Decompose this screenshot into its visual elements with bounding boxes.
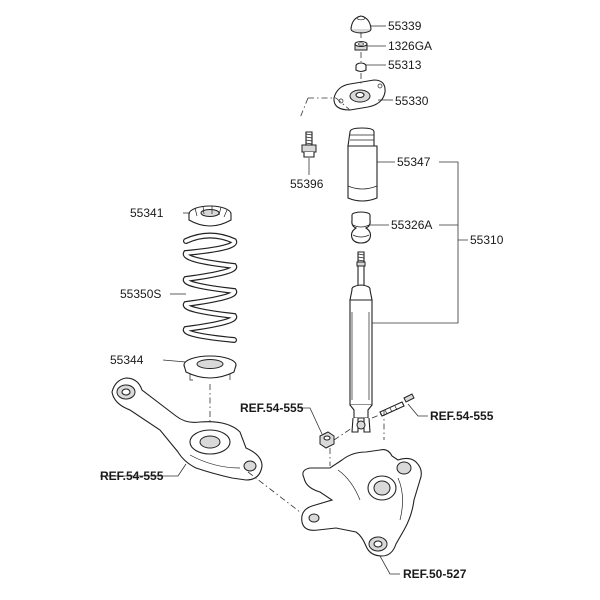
label-1326GA: 1326GA: [388, 39, 432, 53]
leader-ref-mid-left: [300, 407, 323, 435]
part-55313-washer: [355, 62, 367, 73]
part-55347-dust-boot: [347, 127, 378, 202]
label-55313: 55313: [388, 58, 422, 72]
part-55339-dust-cap: [350, 15, 372, 34]
part-55350S-coil-spring: [182, 232, 238, 343]
part-55341-spring-pad: [188, 205, 232, 227]
knuckle-guide-line: [329, 410, 385, 466]
label-55396: 55396: [290, 177, 324, 191]
part-1326GA-nut: [354, 40, 368, 51]
leader-ref-right: [407, 403, 428, 417]
ref-label-lower-left[interactable]: REF.54-555: [100, 469, 164, 483]
label-55347: 55347: [397, 155, 431, 169]
ref-label-bottom[interactable]: REF.50-527: [403, 567, 467, 581]
label-55341: 55341: [130, 206, 164, 220]
label-55350S: 55350S: [120, 287, 161, 301]
label-55344: 55344: [110, 353, 144, 367]
leader-ref-bottom: [379, 555, 400, 575]
shock-lower-nut: [319, 431, 335, 449]
lower-control-arm: [111, 377, 263, 481]
bolt-guide-line: [299, 97, 351, 119]
label-55339: 55339: [388, 19, 422, 33]
shock-absorber: [349, 251, 373, 433]
leader-ref-lower-left: [100, 463, 187, 477]
label-55326A: 55326A: [391, 218, 432, 232]
part-55344-lower-seat: [183, 355, 237, 381]
bolt-axis-line: [333, 413, 383, 441]
part-55326A-bump-stopper: [350, 211, 372, 244]
label-55310: 55310: [470, 233, 504, 247]
ref-label-mid-left[interactable]: REF.54-555: [240, 401, 304, 415]
part-55396-bolt: [301, 131, 317, 158]
leader-55310-bracket: [372, 161, 468, 324]
rear-knuckle: [301, 449, 422, 557]
ref-label-right[interactable]: REF.54-555: [430, 409, 494, 423]
arm-link-line: [247, 471, 301, 513]
leader-55344: [162, 359, 187, 363]
shock-lower-bolt: [379, 393, 415, 417]
part-55330-upper-mount: [333, 79, 386, 111]
label-55330: 55330: [395, 94, 429, 108]
